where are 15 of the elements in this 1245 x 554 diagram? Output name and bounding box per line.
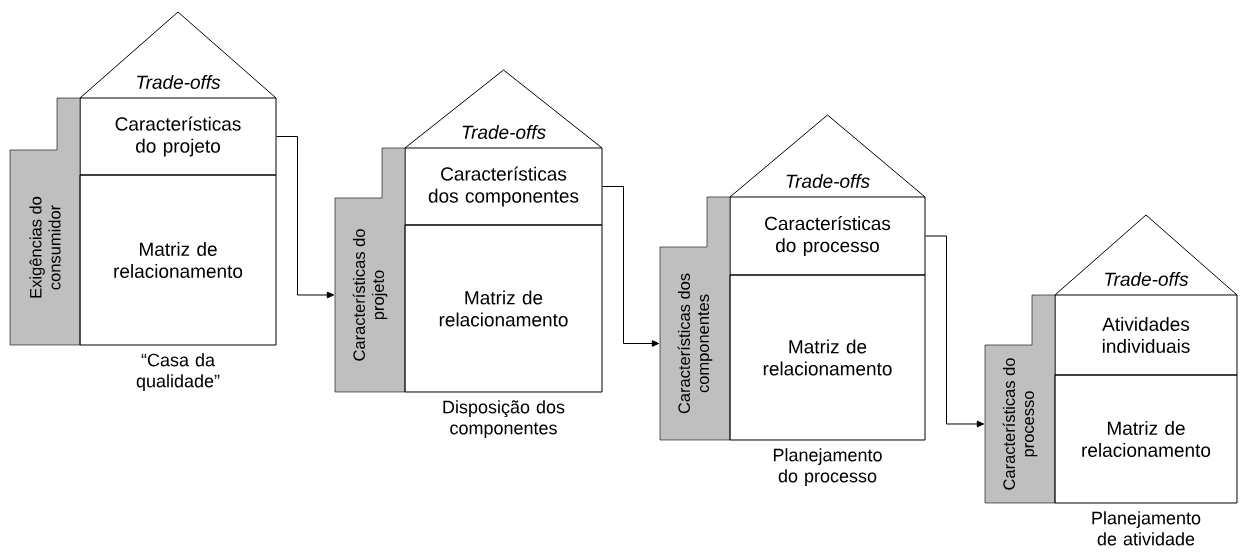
side-bar: Características do processo (984, 294, 1056, 504)
matrix-box: Matriz de relacionamento (79, 174, 277, 346)
side-bar: Características dos componentes (659, 196, 731, 441)
node-label: “Casa da qualidade” (136, 353, 220, 391)
arrow (602, 186, 660, 347)
node-label: Disposição dos componentes (443, 400, 565, 438)
matrix-box: Matriz de relacionamento (729, 274, 926, 441)
arrow (276, 136, 335, 299)
node-label: Planejamento do processo (773, 448, 882, 486)
arrow (925, 235, 985, 428)
node-label: Planejamento de atividade (1092, 511, 1201, 546)
side-bar: Características do projeto (334, 147, 406, 393)
matrix-box: Matriz de relacionamento (404, 224, 603, 393)
side-bar: Exigências do consumidor (9, 97, 81, 346)
matrix-box: Matriz de relacionamento (1054, 374, 1238, 504)
